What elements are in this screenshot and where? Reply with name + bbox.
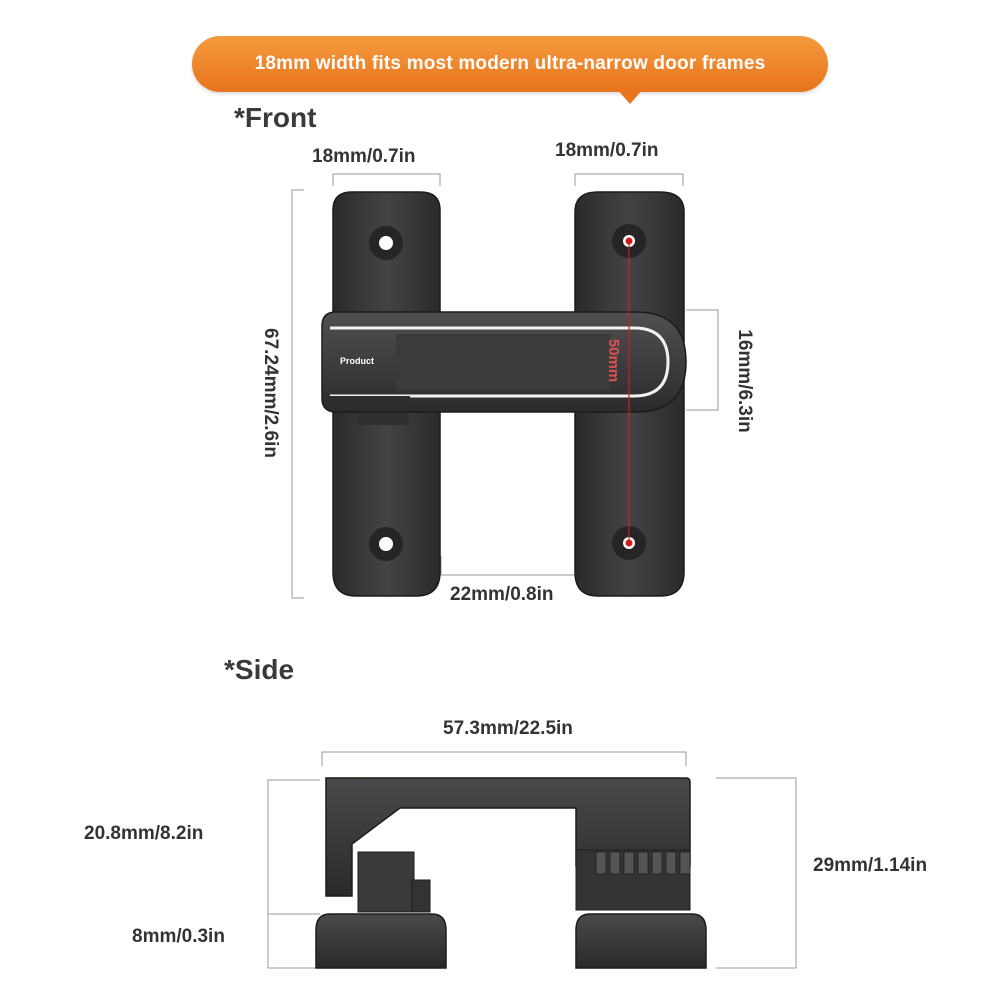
side-length-label: 57.3mm/22.5in [443, 718, 573, 739]
left-bottom-hole [379, 537, 393, 551]
total-left-bracket [267, 779, 320, 969]
side-base-height-label: 8mm/0.3in [132, 926, 225, 947]
total-right-bracket [716, 777, 797, 969]
front-dimension-lines [291, 173, 719, 599]
right-width-bracket [574, 173, 684, 186]
banner-pointer [616, 88, 644, 104]
ridge-teeth [595, 851, 691, 875]
banner-background [192, 36, 828, 92]
banner-text: 18mm width fits most modern ultra-narrow… [254, 53, 766, 74]
side-left-height-label: 20.8mm/8.2in [84, 823, 204, 844]
height-bracket [291, 189, 304, 599]
gap-bracket [440, 556, 577, 576]
front-bolt-height-label: 16mm/6.3in [734, 329, 755, 433]
length-bracket [321, 751, 687, 766]
front-left-width-label: 18mm/0.7in [312, 146, 416, 167]
bolt [321, 311, 687, 413]
side-dimension-lines [267, 751, 797, 969]
left-width-bracket [332, 173, 441, 186]
left-top-hole [379, 236, 393, 250]
bolt-height-bracket [686, 309, 719, 411]
hole-spacing-label: 50mm [605, 338, 623, 383]
front-gap-label: 22mm/0.8in [450, 584, 554, 605]
front-right-width-label: 18mm/0.7in [555, 140, 659, 161]
front-height-label: 67.24mm/2.6in [260, 328, 281, 458]
product-label: Product [340, 356, 375, 366]
front-title: *Front [234, 102, 317, 133]
left-base [315, 913, 447, 969]
side-latch [315, 777, 707, 969]
side-total-height-label: 29mm/1.14in [813, 855, 928, 876]
side-title: *Side [224, 654, 295, 685]
right-base [575, 913, 707, 969]
